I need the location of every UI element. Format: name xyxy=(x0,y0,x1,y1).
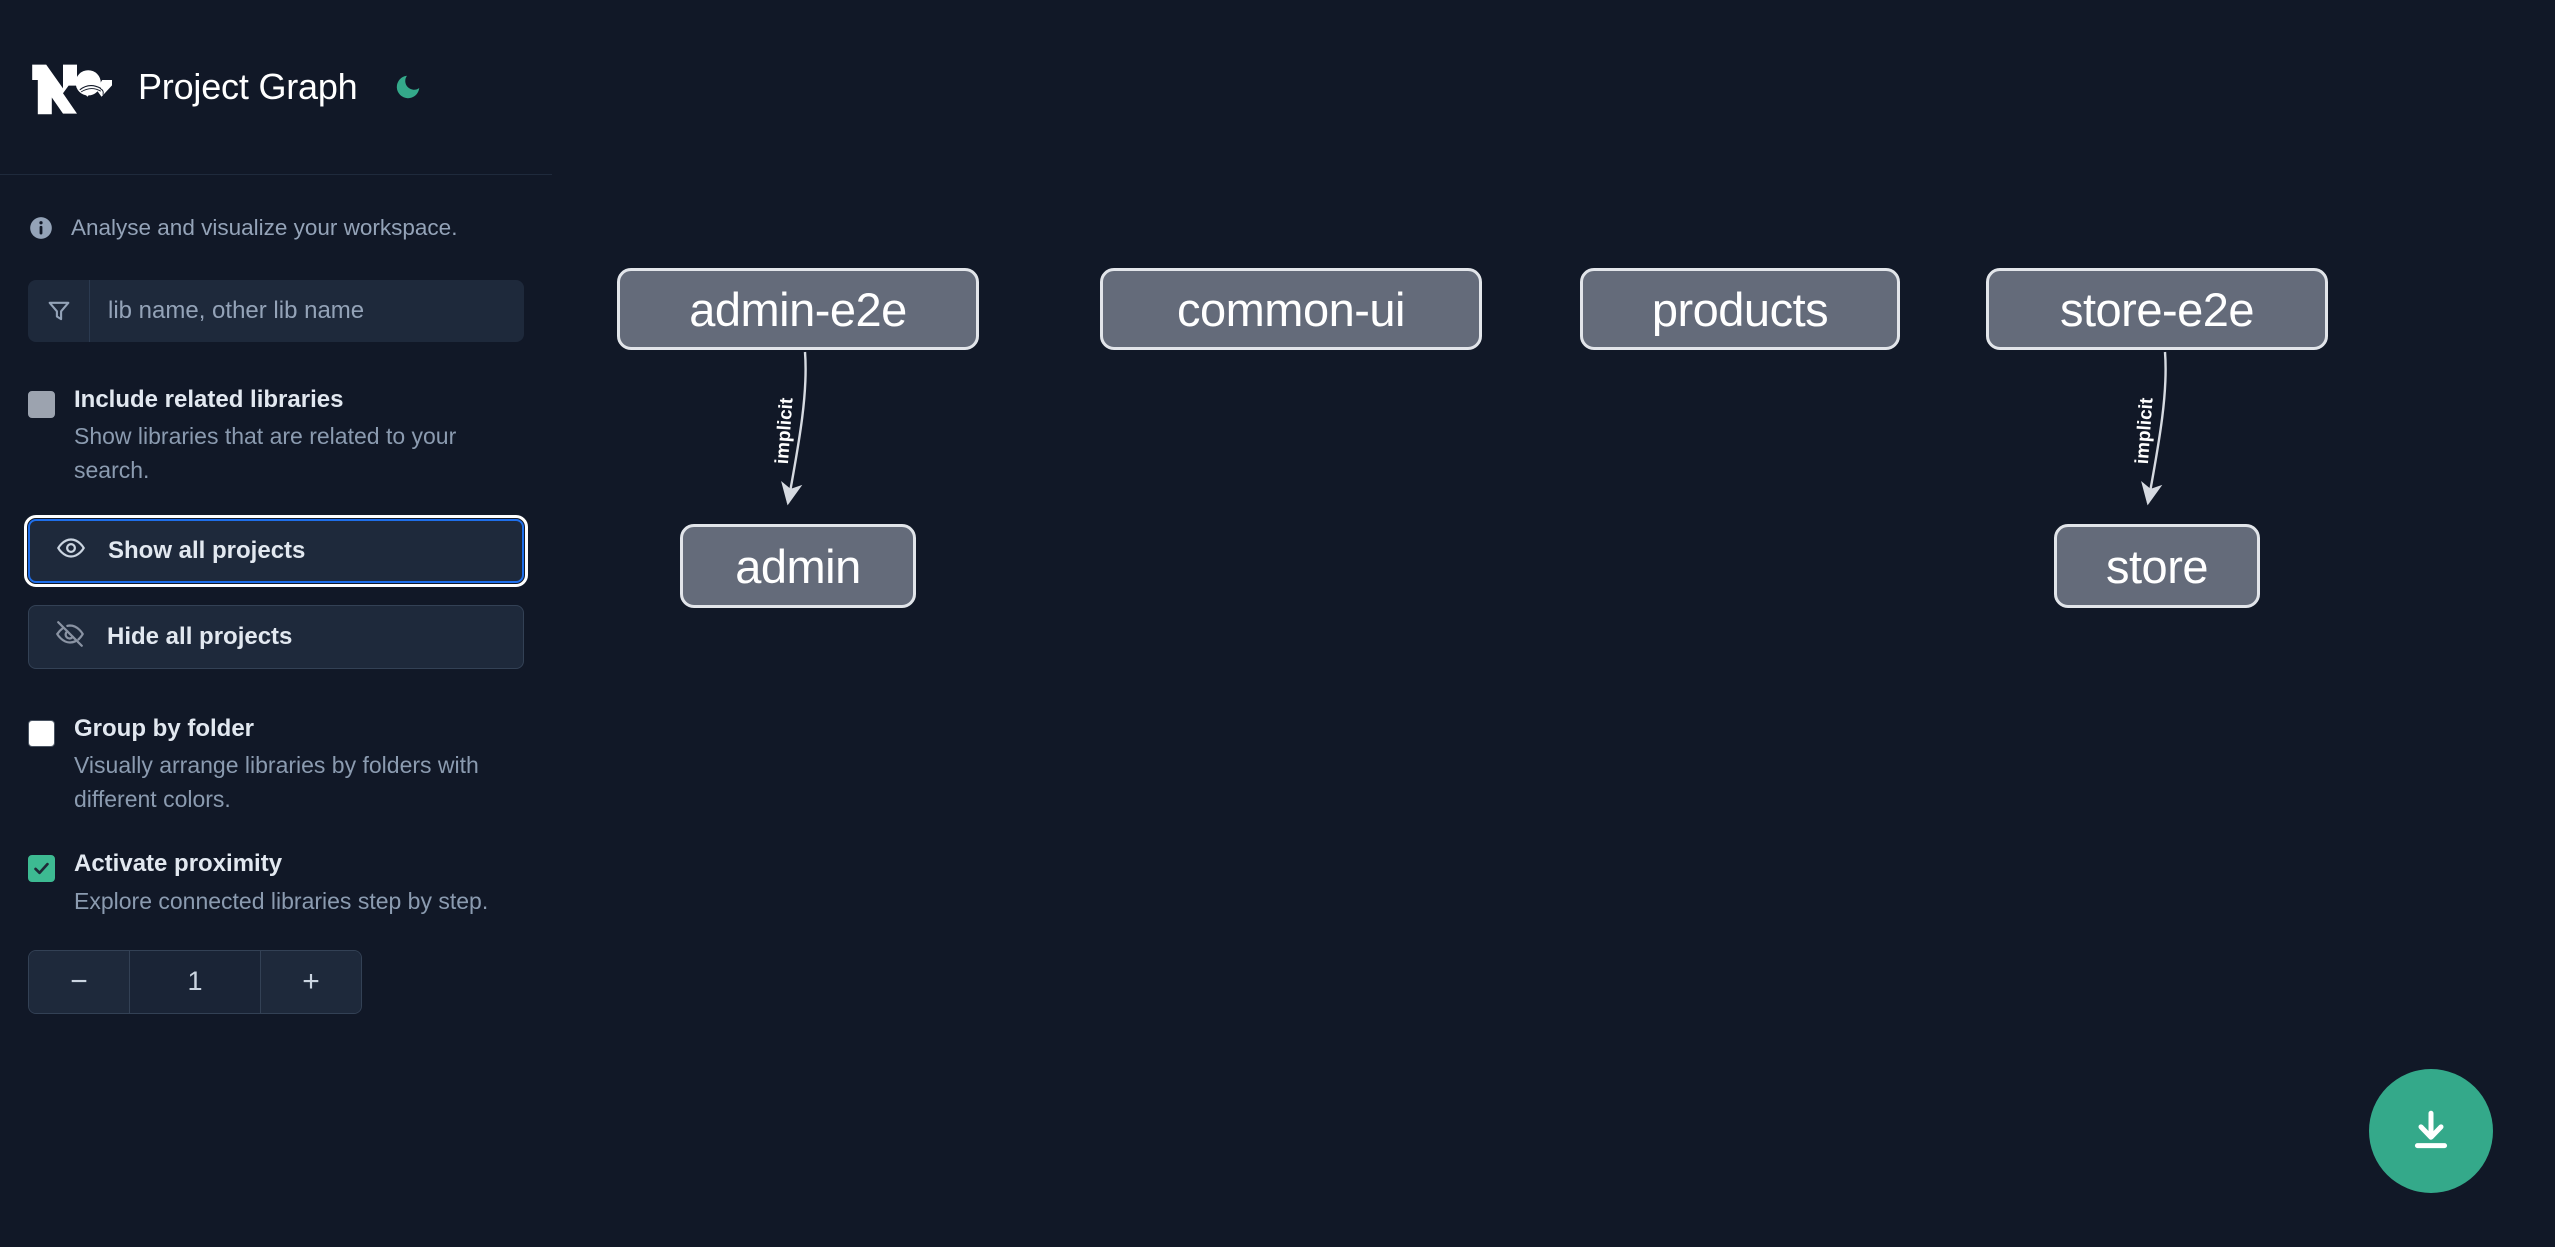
option-description: Show libraries that are related to your … xyxy=(74,423,457,483)
checkbox-group-by-folder[interactable] xyxy=(28,720,55,748)
option-include-related-libraries[interactable]: Include related libraries Show libraries… xyxy=(28,384,524,487)
hide-all-projects-button[interactable]: Hide all projects xyxy=(28,605,524,670)
nx-logo xyxy=(32,64,112,115)
graph-node-admin[interactable]: admin xyxy=(680,524,916,608)
option-label: Group by folder xyxy=(74,715,254,743)
checkbox-activate-proximity[interactable] xyxy=(28,855,55,883)
option-label: Include related libraries xyxy=(74,386,344,413)
filter-box[interactable] xyxy=(28,280,524,342)
eye-off-icon xyxy=(55,619,85,656)
edge-store-e2e-store xyxy=(2141,351,2167,506)
graph-node-admin-e2e[interactable]: admin-e2e xyxy=(617,268,979,350)
search-input[interactable] xyxy=(90,280,524,342)
page-title: Project Graph xyxy=(138,66,358,107)
graph-node-store[interactable]: store xyxy=(2054,524,2260,608)
graph-node-common-ui[interactable]: common-ui xyxy=(1100,268,1482,350)
tagline: Analyse and visualize your workspace. xyxy=(0,175,552,280)
proximity-value: 1 xyxy=(129,950,261,1013)
graph-node-products[interactable]: products xyxy=(1580,268,1900,350)
graph-edges xyxy=(781,351,2167,506)
hide-all-projects-label: Hide all projects xyxy=(107,623,293,651)
funnel-icon xyxy=(28,280,90,342)
option-label: Activate proximity xyxy=(74,850,283,878)
option-description: Explore connected libraries step by step… xyxy=(74,887,489,914)
info-icon xyxy=(30,216,52,239)
proximity-stepper: − 1 + xyxy=(28,949,362,1014)
graph-node-store-e2e[interactable]: store-e2e xyxy=(1986,268,2328,350)
option-group-by-folder[interactable]: Group by folder Visually arrange librari… xyxy=(28,713,524,816)
tagline-text: Analyse and visualize your workspace. xyxy=(71,214,458,240)
show-all-projects-label: Show all projects xyxy=(108,537,306,565)
proximity-increment-button[interactable]: + xyxy=(261,950,361,1013)
option-description: Visually arrange libraries by folders wi… xyxy=(74,752,479,812)
proximity-decrement-button[interactable]: − xyxy=(29,950,129,1013)
moon-icon[interactable] xyxy=(388,67,428,107)
download-graph-button[interactable] xyxy=(2369,1069,2493,1193)
edge-admin-e2e-admin xyxy=(781,351,807,506)
sidebar-body: Include related libraries Show libraries… xyxy=(0,280,552,1014)
visibility-button-group: Show all projects Hide all projects xyxy=(24,515,528,670)
sidebar-header: Project Graph xyxy=(0,0,552,175)
option-activate-proximity[interactable]: Activate proximity Explore connected lib… xyxy=(28,848,524,918)
eye-icon xyxy=(56,533,86,570)
download-icon xyxy=(2414,1110,2448,1149)
graph-canvas[interactable]: admin-e2e common-ui products store-e2e a… xyxy=(552,0,2555,1247)
checkbox-include-related-libraries[interactable] xyxy=(28,391,55,418)
sidebar: Project Graph Analyse and visualize your… xyxy=(0,0,552,1247)
show-all-projects-button[interactable]: Show all projects xyxy=(24,515,528,588)
